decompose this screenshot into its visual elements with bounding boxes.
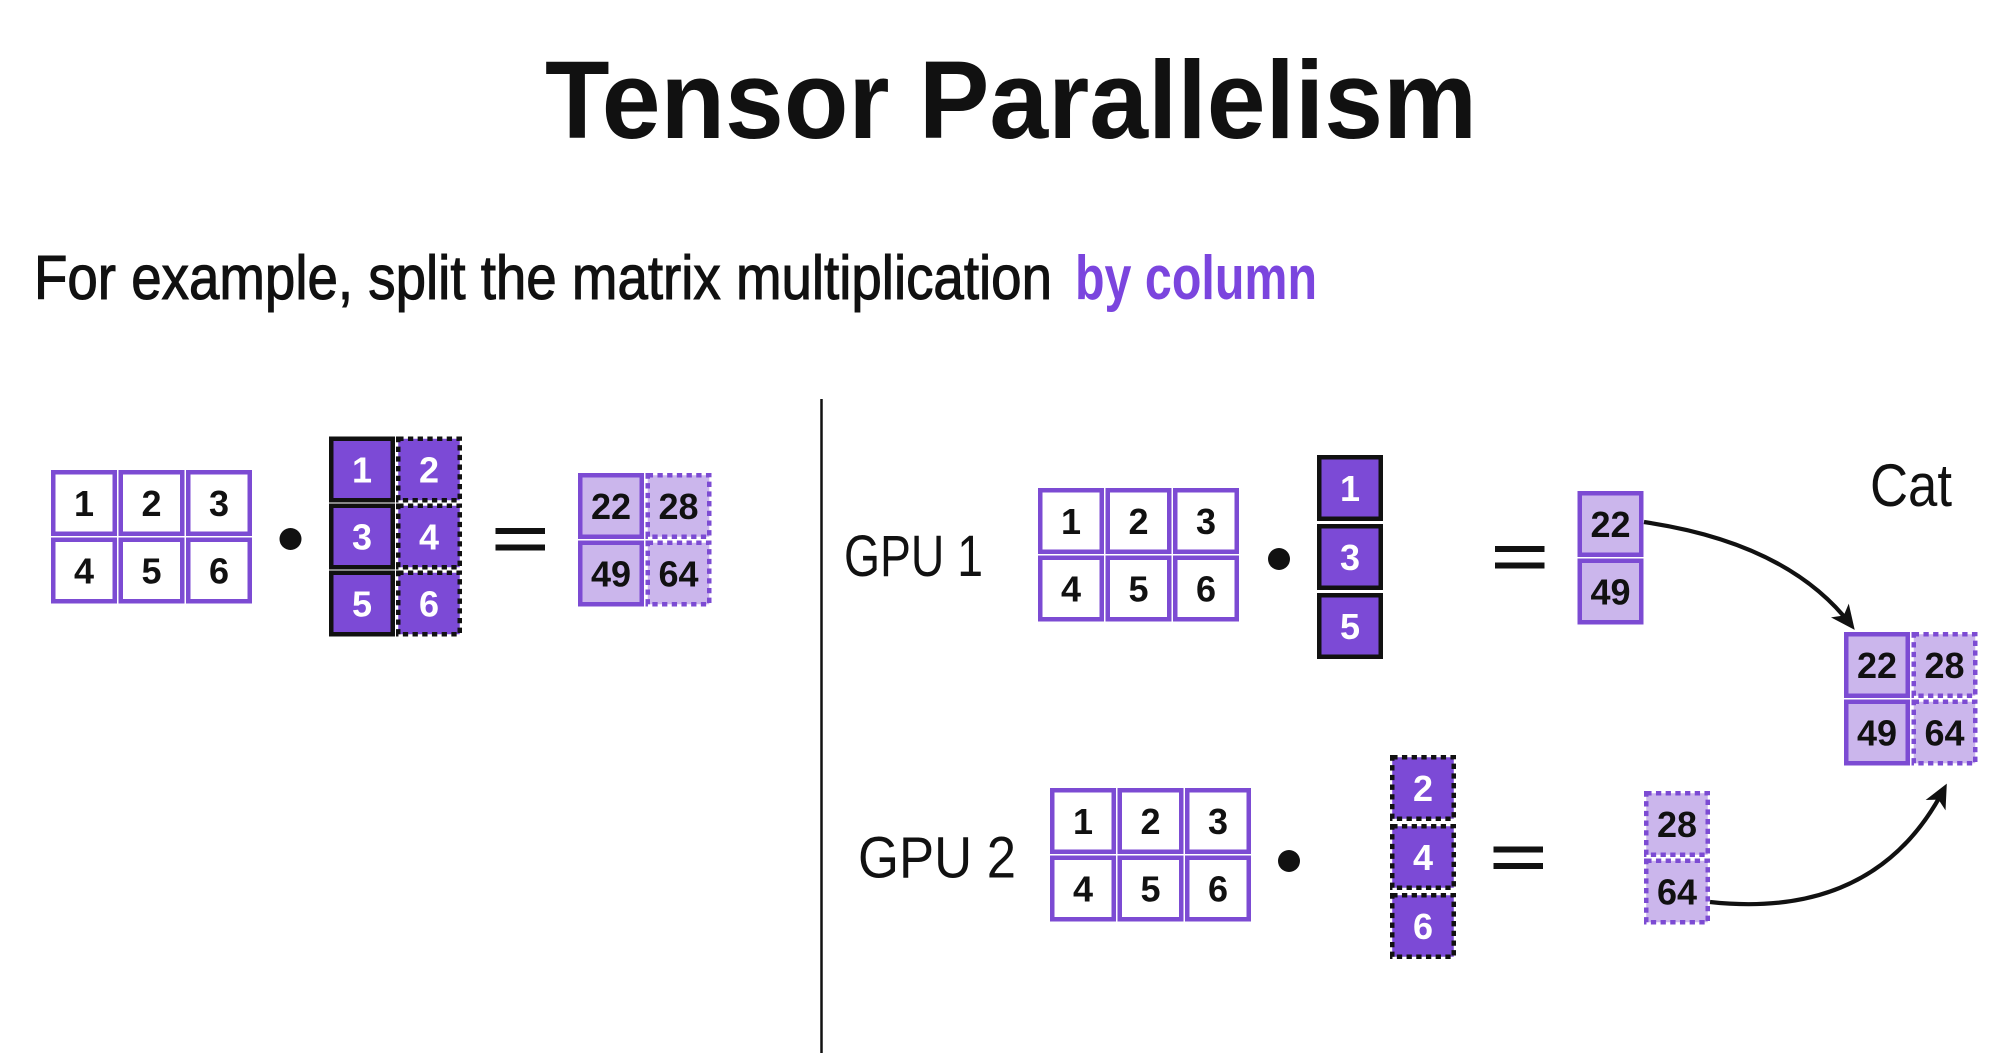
svg-text:3: 3 — [1340, 537, 1360, 578]
svg-text:1: 1 — [1061, 501, 1081, 542]
svg-text:5: 5 — [1140, 869, 1160, 910]
svg-text:3: 3 — [1208, 801, 1228, 842]
svg-text:1: 1 — [1340, 468, 1360, 509]
svg-text:6: 6 — [1208, 869, 1228, 910]
svg-text:2: 2 — [1128, 501, 1148, 542]
svg-text:5: 5 — [141, 551, 161, 592]
svg-text:Tensor Parallelism: Tensor Parallelism — [545, 39, 1477, 162]
svg-text:28: 28 — [658, 486, 698, 527]
svg-text:64: 64 — [658, 554, 698, 595]
svg-text:GPU 2: GPU 2 — [858, 826, 1016, 891]
svg-text:3: 3 — [1196, 501, 1216, 542]
svg-text:6: 6 — [1413, 906, 1433, 947]
svg-text:49: 49 — [591, 554, 631, 595]
svg-text:1: 1 — [352, 450, 372, 491]
svg-text:2: 2 — [419, 450, 439, 491]
svg-text:1: 1 — [74, 483, 94, 524]
svg-text:22: 22 — [1857, 645, 1897, 686]
svg-text:2: 2 — [1140, 801, 1160, 842]
svg-text:4: 4 — [1413, 837, 1433, 878]
svg-text:GPU 1: GPU 1 — [844, 524, 983, 589]
svg-text:28: 28 — [1924, 645, 1964, 686]
svg-text:4: 4 — [74, 551, 94, 592]
svg-text:6: 6 — [209, 551, 229, 592]
svg-text:22: 22 — [591, 486, 631, 527]
svg-text:5: 5 — [1128, 569, 1148, 610]
svg-text:5: 5 — [352, 584, 372, 625]
svg-text:28: 28 — [1657, 804, 1697, 845]
svg-text:49: 49 — [1590, 572, 1630, 613]
svg-text:6: 6 — [1196, 569, 1216, 610]
svg-text:4: 4 — [1073, 869, 1093, 910]
svg-text:3: 3 — [209, 483, 229, 524]
svg-text:6: 6 — [419, 584, 439, 625]
svg-text:For example, split the matrix: For example, split the matrix multiplica… — [34, 244, 1052, 313]
svg-text:3: 3 — [352, 517, 372, 558]
svg-text:22: 22 — [1590, 504, 1630, 545]
svg-text:49: 49 — [1857, 713, 1897, 754]
svg-text:4: 4 — [1061, 569, 1081, 610]
svg-text:64: 64 — [1924, 713, 1964, 754]
svg-text:by column: by column — [1075, 244, 1317, 313]
svg-text:Cat: Cat — [1870, 452, 1952, 519]
svg-text:2: 2 — [1413, 768, 1433, 809]
svg-text:5: 5 — [1340, 606, 1360, 647]
svg-text:1: 1 — [1073, 801, 1093, 842]
svg-text:4: 4 — [419, 517, 439, 558]
svg-text:64: 64 — [1657, 872, 1697, 913]
svg-text:2: 2 — [141, 483, 161, 524]
